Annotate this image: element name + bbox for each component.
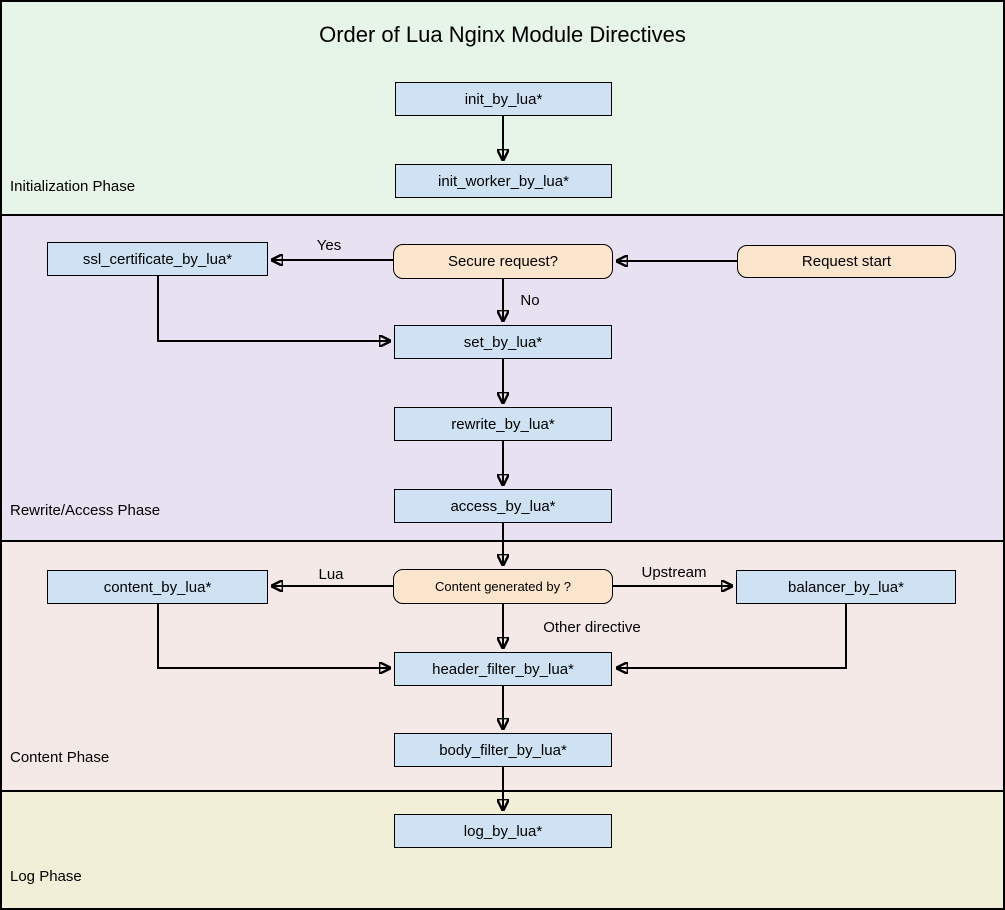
node-set-by-lua: set_by_lua* (394, 325, 612, 359)
phase-label-content: Content Phase (10, 749, 110, 766)
edge-label-yes: Yes (316, 237, 342, 254)
node-header-filter-by-lua: header_filter_by_lua* (394, 652, 612, 686)
node-init-worker-by-lua: init_worker_by_lua* (395, 164, 612, 198)
node-request-start: Request start (737, 245, 956, 278)
diagram-title: Order of Lua Nginx Module Directives (319, 22, 686, 47)
edge-label-other-directive: Other directive (543, 619, 641, 636)
node-rewrite-by-lua: rewrite_by_lua* (394, 407, 612, 441)
node-log-by-lua: log_by_lua* (394, 814, 612, 848)
edge-label-upstream: Upstream (641, 564, 707, 581)
node-content-by-lua: content_by_lua* (47, 570, 268, 604)
phase-band-log (0, 790, 1005, 910)
node-init-by-lua: init_by_lua* (395, 82, 612, 116)
edge-label-no: No (520, 292, 540, 309)
node-ssl-certificate-by-lua: ssl_certificate_by_lua* (47, 242, 268, 276)
node-body-filter-by-lua: body_filter_by_lua* (394, 733, 612, 767)
node-content-generated-by: Content generated by ? (393, 569, 613, 604)
phase-label-log: Log Phase (10, 868, 82, 885)
phase-label-rewrite-access: Rewrite/Access Phase (10, 502, 161, 519)
phase-label-initialization: Initialization Phase (10, 178, 136, 195)
node-secure-request: Secure request? (393, 244, 613, 279)
node-balancer-by-lua: balancer_by_lua* (736, 570, 956, 604)
edge-label-lua: Lua (318, 566, 344, 583)
node-access-by-lua: access_by_lua* (394, 489, 612, 523)
